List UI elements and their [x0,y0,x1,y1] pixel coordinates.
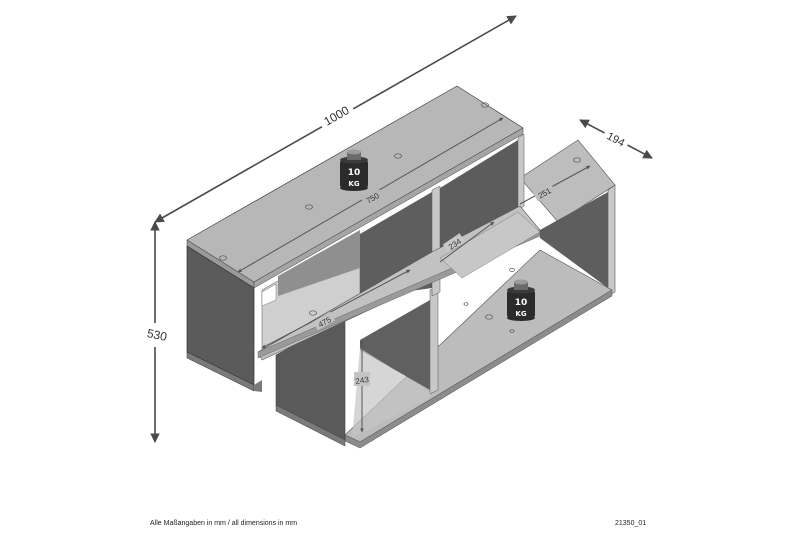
lower-right-module [275,139,616,449]
dim-line-lower-shelf [261,269,411,349]
dim-line-middle-compartment [439,221,495,263]
weight-icon-lower: 10 KG [507,279,535,321]
weight-unit: KG [348,180,359,188]
dim-line-right-compartment [519,165,591,205]
dim-label-compartment-height: 243 [355,375,370,386]
drawing-id: 21350_01 [615,520,647,527]
weight-unit: KG [515,310,526,318]
weight-value: 10 [348,168,361,178]
dim-label-height: 530 [146,326,169,344]
units-note: Alle Maßangaben in mm / all dimensions i… [150,520,298,527]
weight-icon-top: 10 KG [340,149,368,191]
dimension-lines: 1000 530 194 750 475 234 251 243 [146,15,653,443]
weight-value: 10 [515,298,528,308]
